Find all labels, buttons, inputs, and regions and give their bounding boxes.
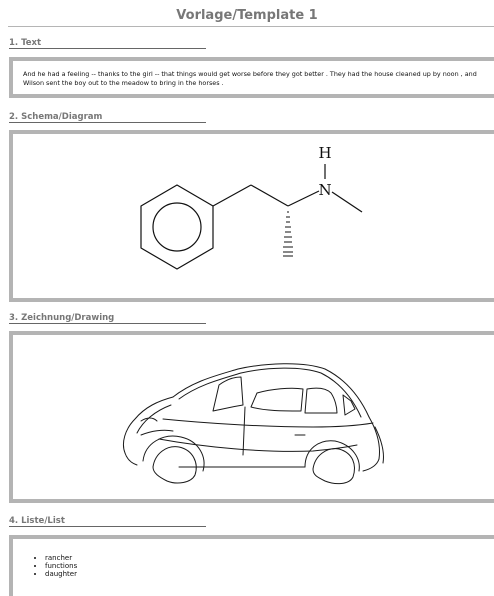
section-underline-diagram — [9, 122, 206, 123]
section-heading-drawing: 3. Zeichnung/Drawing — [9, 313, 115, 323]
benzene-ring — [140, 184, 214, 270]
front-wheel-arch — [142, 435, 205, 472]
car-door-line — [242, 406, 246, 456]
chemical-structure-diagram: N H — [140, 144, 363, 270]
car-sketch — [122, 363, 384, 485]
list-item: daughter — [45, 570, 77, 579]
rear-wheel — [312, 448, 355, 485]
car-roof-inner — [178, 367, 362, 418]
list-item: rancher — [45, 554, 77, 563]
text-box: And he had a feeling -- thanks to the gi… — [9, 57, 494, 98]
car-front-hood-inner — [136, 404, 172, 434]
diagram-box: N H — [9, 130, 494, 302]
list-box: rancher functions daughter — [9, 535, 494, 596]
front-bumper — [124, 452, 138, 466]
rear-bumper — [362, 458, 380, 472]
car-rear — [368, 416, 380, 460]
headlight — [140, 417, 158, 422]
car-front-hood — [122, 396, 174, 454]
car-windshield — [212, 376, 244, 412]
page-title: Vorlage/Template 1 — [176, 8, 318, 23]
car-front-window — [250, 387, 304, 412]
front-fender-crease — [140, 429, 174, 436]
section-underline-list — [9, 526, 206, 527]
atom-label-h: H — [318, 144, 331, 162]
bond-n-methyl — [331, 191, 363, 213]
list-item: functions — [45, 562, 77, 571]
hashed-wedge-bond — [283, 211, 293, 257]
section-heading-text: 1. Text — [9, 38, 42, 48]
section-heading-list: 4. Liste/List — [9, 516, 65, 526]
text-paragraph: And he had a feeling -- thanks to the gi… — [23, 70, 477, 87]
atom-label-n: N — [318, 181, 331, 199]
car-rear-panel — [374, 426, 384, 464]
rear-wheel-arch — [304, 440, 360, 472]
section-underline-text — [9, 48, 206, 49]
section-heading-diagram: 2. Schema/Diagram — [9, 112, 103, 122]
car-rear-window — [304, 387, 338, 414]
car-roof — [172, 363, 370, 418]
section-underline-drawing — [9, 323, 206, 324]
title-divider — [8, 26, 494, 27]
word-list: rancher functions daughter — [35, 554, 77, 579]
car-rocker — [158, 438, 358, 452]
aromatic-circle — [152, 202, 202, 252]
bond-ch2-ch — [250, 184, 289, 207]
drawing-box — [9, 331, 494, 503]
bond-ch-n — [287, 190, 320, 207]
car-quarter-window — [342, 394, 356, 416]
car-beltline — [162, 418, 374, 428]
front-wheel — [152, 446, 197, 484]
bond-ring-ch2 — [212, 184, 252, 207]
